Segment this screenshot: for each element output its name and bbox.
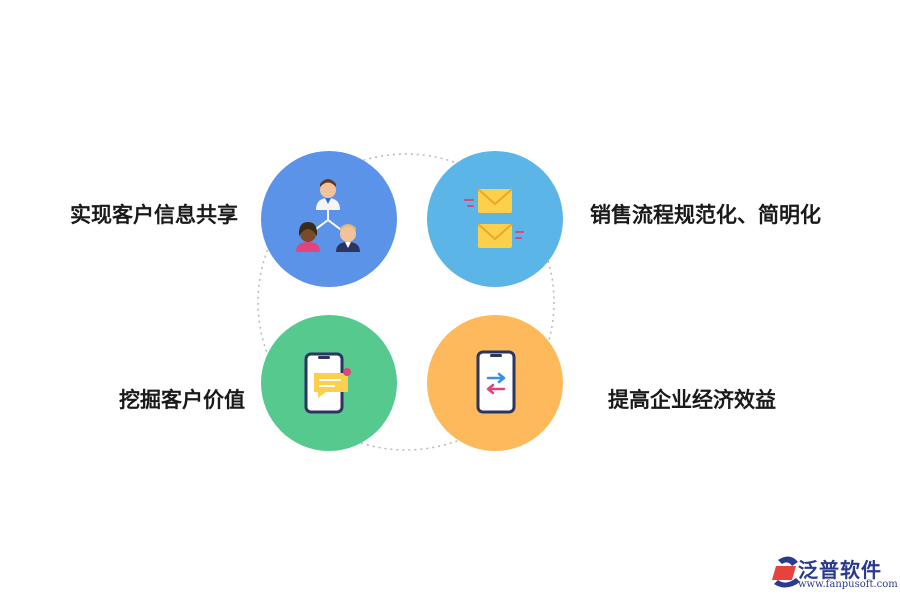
phone-message-icon [304, 352, 351, 414]
logo-name: 泛普软件 [798, 558, 882, 582]
brand-logo: 泛普软件 www.fanpusoft.com [770, 552, 898, 596]
circle-node-economic-benefit [427, 315, 563, 451]
phone-transfer-icon [476, 350, 516, 414]
dotted-ring [257, 153, 555, 451]
logo-url: www.fanpusoft.com [798, 579, 898, 590]
label-economic-benefit: 提高企业经济效益 [608, 388, 776, 412]
circle-node-customer-value [261, 315, 397, 451]
label-customer-value: 挖掘客户价值 [119, 388, 245, 412]
label-sales-process: 销售流程规范化、简明化 [590, 203, 821, 227]
label-customer-sharing: 实现客户信息共享 [70, 203, 238, 227]
envelopes-icon [464, 188, 524, 248]
circle-node-sales-process [427, 151, 563, 287]
team-share-icon [296, 179, 360, 252]
circle-bg [427, 151, 563, 287]
circle-node-customer-sharing [261, 151, 397, 287]
logo-mark-icon [772, 556, 800, 588]
